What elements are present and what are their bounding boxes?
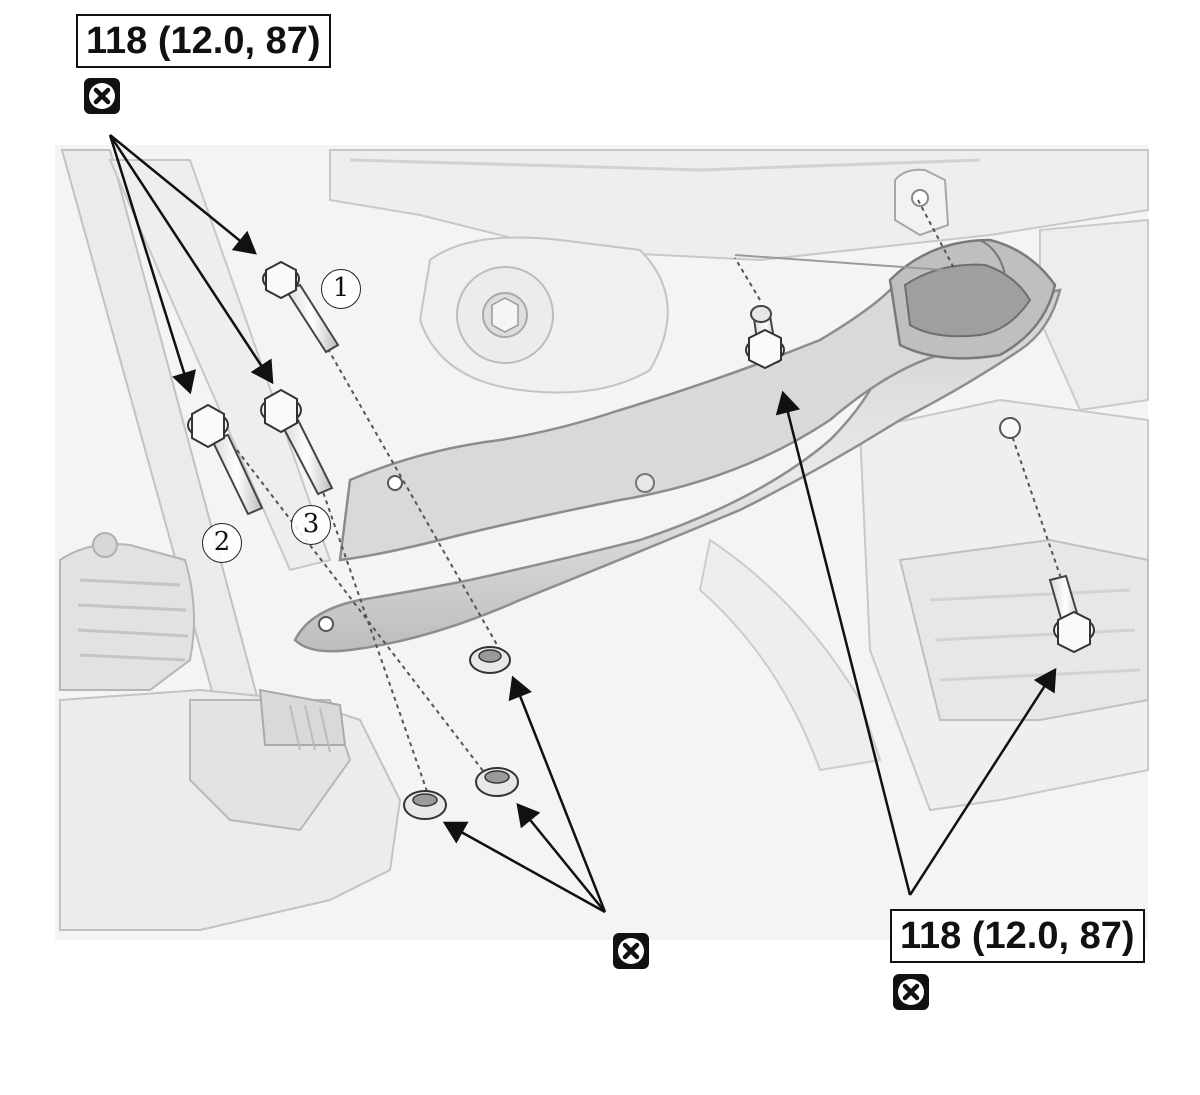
- lower-control-arm: [293, 238, 1062, 653]
- bolt-2: [187, 403, 264, 516]
- callout-1: 1: [321, 269, 361, 309]
- bolt-4: [745, 305, 785, 370]
- nut-1: [469, 646, 511, 674]
- nut-2: [475, 767, 519, 797]
- nut-3: [403, 790, 447, 820]
- x-replace-icon: [84, 78, 120, 114]
- x-replace-icon: [613, 933, 649, 969]
- torque-spec-bottom-right: 118 (12.0, 87): [890, 909, 1145, 963]
- x-replace-icon: [893, 974, 929, 1010]
- insertion-paths: [236, 199, 1066, 801]
- bolt-3: [260, 388, 334, 496]
- bolt-1: [262, 260, 340, 354]
- bolt-5: [999, 417, 1095, 654]
- callout-3: 3: [291, 505, 331, 545]
- callout-2: 2: [202, 523, 242, 563]
- torque-spec-top-left: 118 (12.0, 87): [76, 14, 331, 68]
- leader-arrows: [108, 134, 1057, 914]
